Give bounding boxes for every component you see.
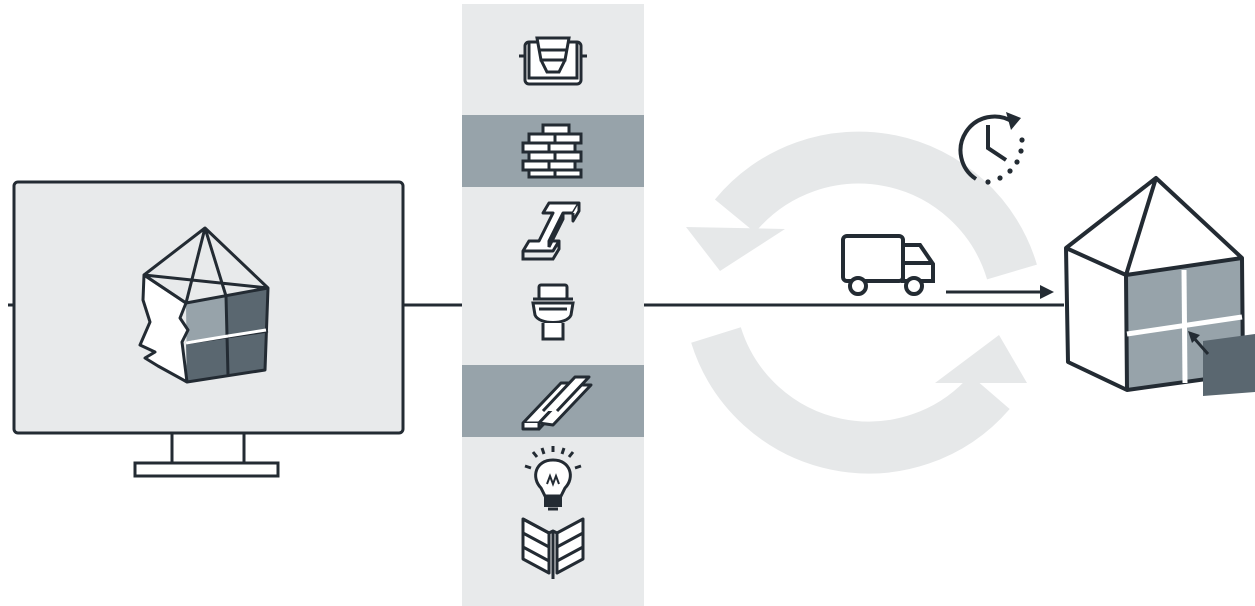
insulation-panels-icon [521, 517, 585, 579]
damaged-house-model-icon [138, 226, 270, 384]
circular-arrows-icon [686, 131, 1037, 474]
house-model-icon [1064, 176, 1255, 396]
clock-refresh-icon [958, 112, 1025, 185]
steel-beam-icon [521, 201, 581, 261]
arrow-right-icon [946, 285, 1054, 299]
materials-column [462, 4, 644, 606]
wood-planks-icon [521, 375, 593, 431]
concrete-bucket-icon [519, 36, 587, 86]
bricks-icon [521, 123, 583, 179]
monitor-icon [12, 180, 405, 478]
insert-panel-icon [1188, 331, 1255, 396]
lightbulb-icon [524, 446, 582, 511]
toilet-icon [531, 283, 575, 341]
delivery-truck-icon [841, 234, 935, 296]
